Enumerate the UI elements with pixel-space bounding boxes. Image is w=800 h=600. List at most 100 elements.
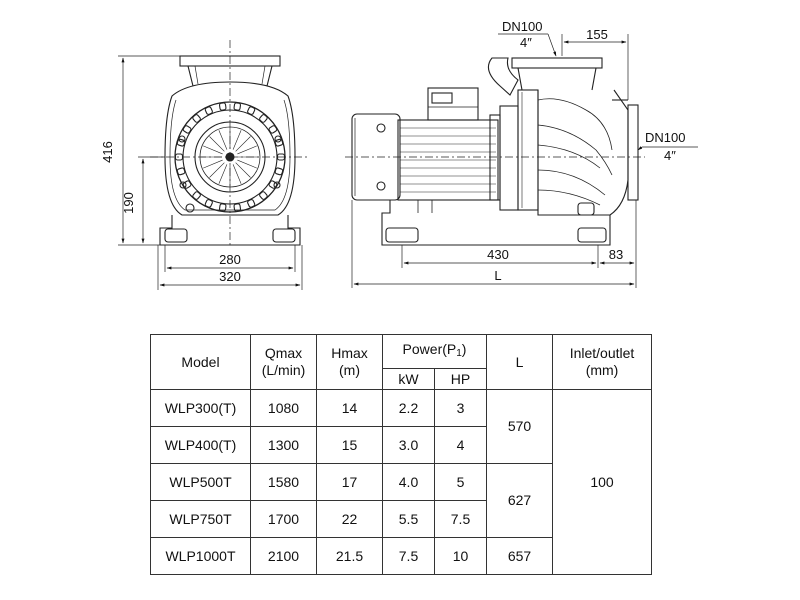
cell-qmax: 1580: [250, 463, 317, 501]
dim-width-base-outer: 320: [219, 269, 241, 284]
bolt: [274, 138, 284, 147]
side-view-dimensions: [351, 33, 698, 288]
bolt: [259, 191, 268, 200]
bolt: [204, 106, 213, 115]
spoke: [232, 130, 242, 150]
header-hp: HP: [433, 368, 488, 390]
bolt: [192, 114, 201, 123]
dn-side-label: DN100: [645, 130, 685, 145]
header-hmax: Hmax (m): [316, 334, 383, 390]
header-hmax-line1: Hmax: [331, 345, 368, 361]
header-model: Model: [150, 334, 251, 390]
header-power: Power(P1): [381, 334, 488, 369]
header-inlet-line2: (mm): [585, 362, 619, 378]
header-inlet-line1: Inlet/outlet: [569, 345, 635, 361]
dim-height-total: 416: [100, 141, 115, 163]
bolt: [233, 102, 242, 111]
spec-table: Model Qmax (L/min) Hmax (m) Power(P1) L …: [150, 334, 653, 575]
dim-83: 83: [609, 247, 623, 262]
bolt: [259, 114, 268, 123]
spoke: [218, 164, 228, 184]
cell-model: WLP1000T: [150, 537, 251, 575]
cell-model: WLP400(T): [150, 426, 251, 464]
cell-model: WLP300(T): [150, 389, 251, 427]
cell-hp: 4: [433, 426, 488, 464]
cell-kw: 7.5: [382, 537, 435, 575]
cell-model: WLP750T: [150, 500, 251, 538]
bolt: [268, 180, 278, 189]
bolt: [176, 138, 186, 147]
cell-hp: 10: [433, 537, 488, 575]
front-view: [150, 40, 310, 246]
spoke: [209, 162, 225, 178]
bolt: [176, 167, 186, 176]
cell-kw: 4.0: [382, 463, 435, 501]
spoke: [218, 130, 228, 150]
bolt: [268, 125, 278, 134]
cell-kw: 5.5: [382, 500, 435, 538]
cell-hp: 3: [433, 389, 488, 427]
header-inlet-outlet: Inlet/outlet (mm): [552, 334, 653, 390]
cell-l: 570: [486, 389, 554, 464]
dim-height-axis: 190: [121, 192, 136, 214]
cell-inlet-outlet: 100: [552, 389, 653, 575]
table-row: WLP300(T) 1080 14 2.2 3 570 100: [150, 389, 653, 575]
table-row: WLP1000T 2100 21.5 7.5 10 657: [150, 537, 652, 575]
bolt: [276, 153, 286, 161]
cell-hmax: 15: [316, 426, 383, 464]
bolt: [247, 106, 256, 115]
cell-hmax: 21.5: [316, 537, 383, 575]
cell-hmax: 14: [316, 389, 383, 427]
cell-qmax: 1080: [250, 389, 317, 427]
dim-155: 155: [586, 27, 608, 42]
dn-side-inch: 4″: [664, 148, 676, 163]
spoke: [209, 136, 225, 152]
spoke: [235, 136, 251, 152]
cell-qmax: 1700: [250, 500, 317, 538]
dim-width-base-inner: 280: [219, 252, 241, 267]
bolt: [247, 199, 256, 208]
header-power-close: ): [461, 341, 467, 357]
cell-hp: 7.5: [433, 500, 488, 538]
cell-model: WLP500T: [150, 463, 251, 501]
dn-top-inch: 4″: [520, 35, 532, 50]
header-qmax-line2: (L/min): [261, 362, 306, 378]
spoke: [237, 145, 257, 155]
bolt: [233, 203, 242, 212]
cell-kw: 2.2: [382, 389, 435, 427]
pump-dimension-drawing: 416 190 280 320: [100, 19, 698, 290]
bolt: [182, 180, 192, 189]
spoke: [203, 159, 223, 169]
bolt: [218, 203, 227, 212]
bolt: [204, 199, 213, 208]
impeller-spokes: [201, 128, 259, 186]
cell-qmax: 1300: [250, 426, 317, 464]
front-view-dimensions: [118, 55, 303, 290]
table-row: WLP400(T) 1300 15 3.0 4: [150, 426, 652, 464]
cell-hmax: 17: [316, 463, 383, 501]
spoke: [237, 159, 257, 169]
side-view: [345, 57, 645, 246]
bolt: [192, 191, 201, 200]
bolt: [182, 125, 192, 134]
header-hmax-line2: (m): [339, 362, 360, 378]
dn-top-label: DN100: [502, 19, 542, 34]
cell-hp: 5: [433, 463, 488, 501]
cell-l: 627: [486, 463, 554, 538]
spoke: [203, 145, 223, 155]
cell-kw: 3.0: [382, 426, 435, 464]
bolt: [174, 153, 184, 161]
header-power-label: Power(P: [402, 341, 457, 357]
header-l: L: [486, 334, 554, 390]
table-row: WLP500T 1580 17 4.0 5 627: [150, 463, 652, 538]
header-power-sub: 1: [456, 348, 462, 359]
bolt: [274, 167, 284, 176]
cell-l: 657: [486, 537, 554, 575]
header-qmax: Qmax (L/min): [250, 334, 317, 390]
cell-qmax: 2100: [250, 537, 317, 575]
spoke: [235, 162, 251, 178]
motor-fins: [400, 127, 496, 193]
bolt-ring: [174, 102, 286, 212]
header-qmax-line1: Qmax: [264, 345, 303, 361]
header-kw: kW: [382, 368, 435, 390]
